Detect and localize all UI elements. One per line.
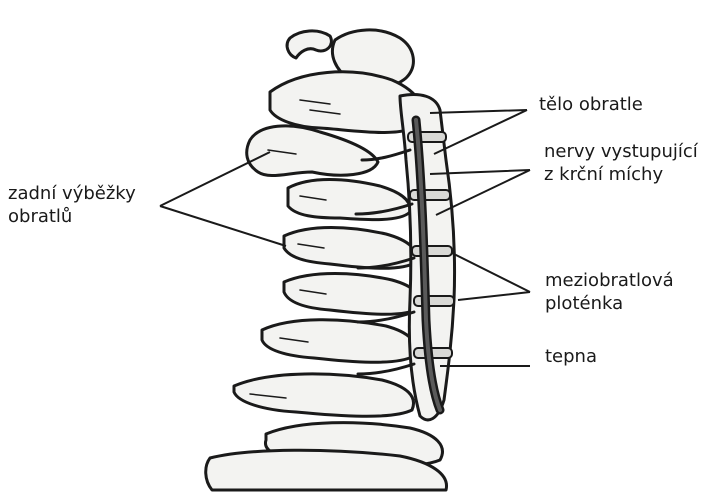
- label-artery: tepna: [545, 345, 597, 368]
- vertebra-c6: [262, 320, 416, 363]
- disc-3: [412, 246, 452, 256]
- label-text-line2: ploténka: [545, 292, 674, 315]
- label-spinous-processes: zadní výběžky obratlů: [8, 182, 136, 228]
- label-vertebral-body: tělo obratle: [539, 93, 643, 116]
- leader-mezi: [452, 253, 530, 300]
- vertebra-c2-spinous: [247, 126, 378, 176]
- label-text-line1: zadní výběžky: [8, 182, 136, 205]
- label-text-line2: z krční míchy: [544, 163, 698, 186]
- label-text-line2: obratlů: [8, 205, 136, 228]
- disc-2: [410, 190, 450, 200]
- label-text: tepna: [545, 346, 597, 367]
- nerve-5: [358, 364, 414, 374]
- label-spinal-nerves: nervy vystupující z krční míchy: [544, 140, 698, 186]
- label-text-line1: nervy vystupující: [544, 140, 698, 163]
- vertebra-c3: [288, 180, 410, 220]
- label-text: tělo obratle: [539, 94, 643, 115]
- label-text-line1: meziobratlová: [545, 269, 674, 292]
- atlas-hook: [287, 31, 331, 58]
- disc-4: [414, 296, 454, 306]
- vertebra-c5: [284, 274, 421, 315]
- label-intervertebral-disc: meziobratlová ploténka: [545, 269, 674, 315]
